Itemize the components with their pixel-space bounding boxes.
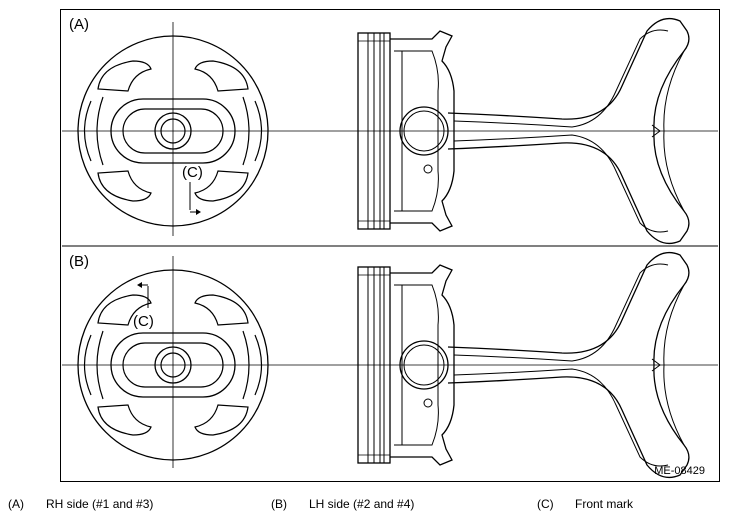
- panel-b-label: (B): [69, 253, 89, 270]
- front-mark-callout-a: (C): [182, 164, 203, 181]
- legend-item-a: (A) RH side (#1 and #3): [8, 497, 153, 511]
- legend-text-b: LH side (#2 and #4): [309, 497, 415, 511]
- legend-item-b: (B) LH side (#2 and #4): [271, 497, 414, 511]
- legend-item-c: (C) Front mark: [537, 497, 633, 511]
- legend-key-b: (B): [271, 497, 287, 511]
- figure-frame: (A) (B) (C) (C) ME-08429: [60, 9, 720, 482]
- figure-code: ME-08429: [654, 465, 705, 477]
- legend-text-c: Front mark: [575, 497, 634, 511]
- legend-text-a: RH side (#1 and #3): [46, 497, 154, 511]
- panel-a-label: (A): [69, 16, 89, 33]
- legend-key-a: (A): [8, 497, 24, 511]
- front-mark-callout-b: (C): [133, 313, 154, 330]
- legend-key-c: (C): [537, 497, 554, 511]
